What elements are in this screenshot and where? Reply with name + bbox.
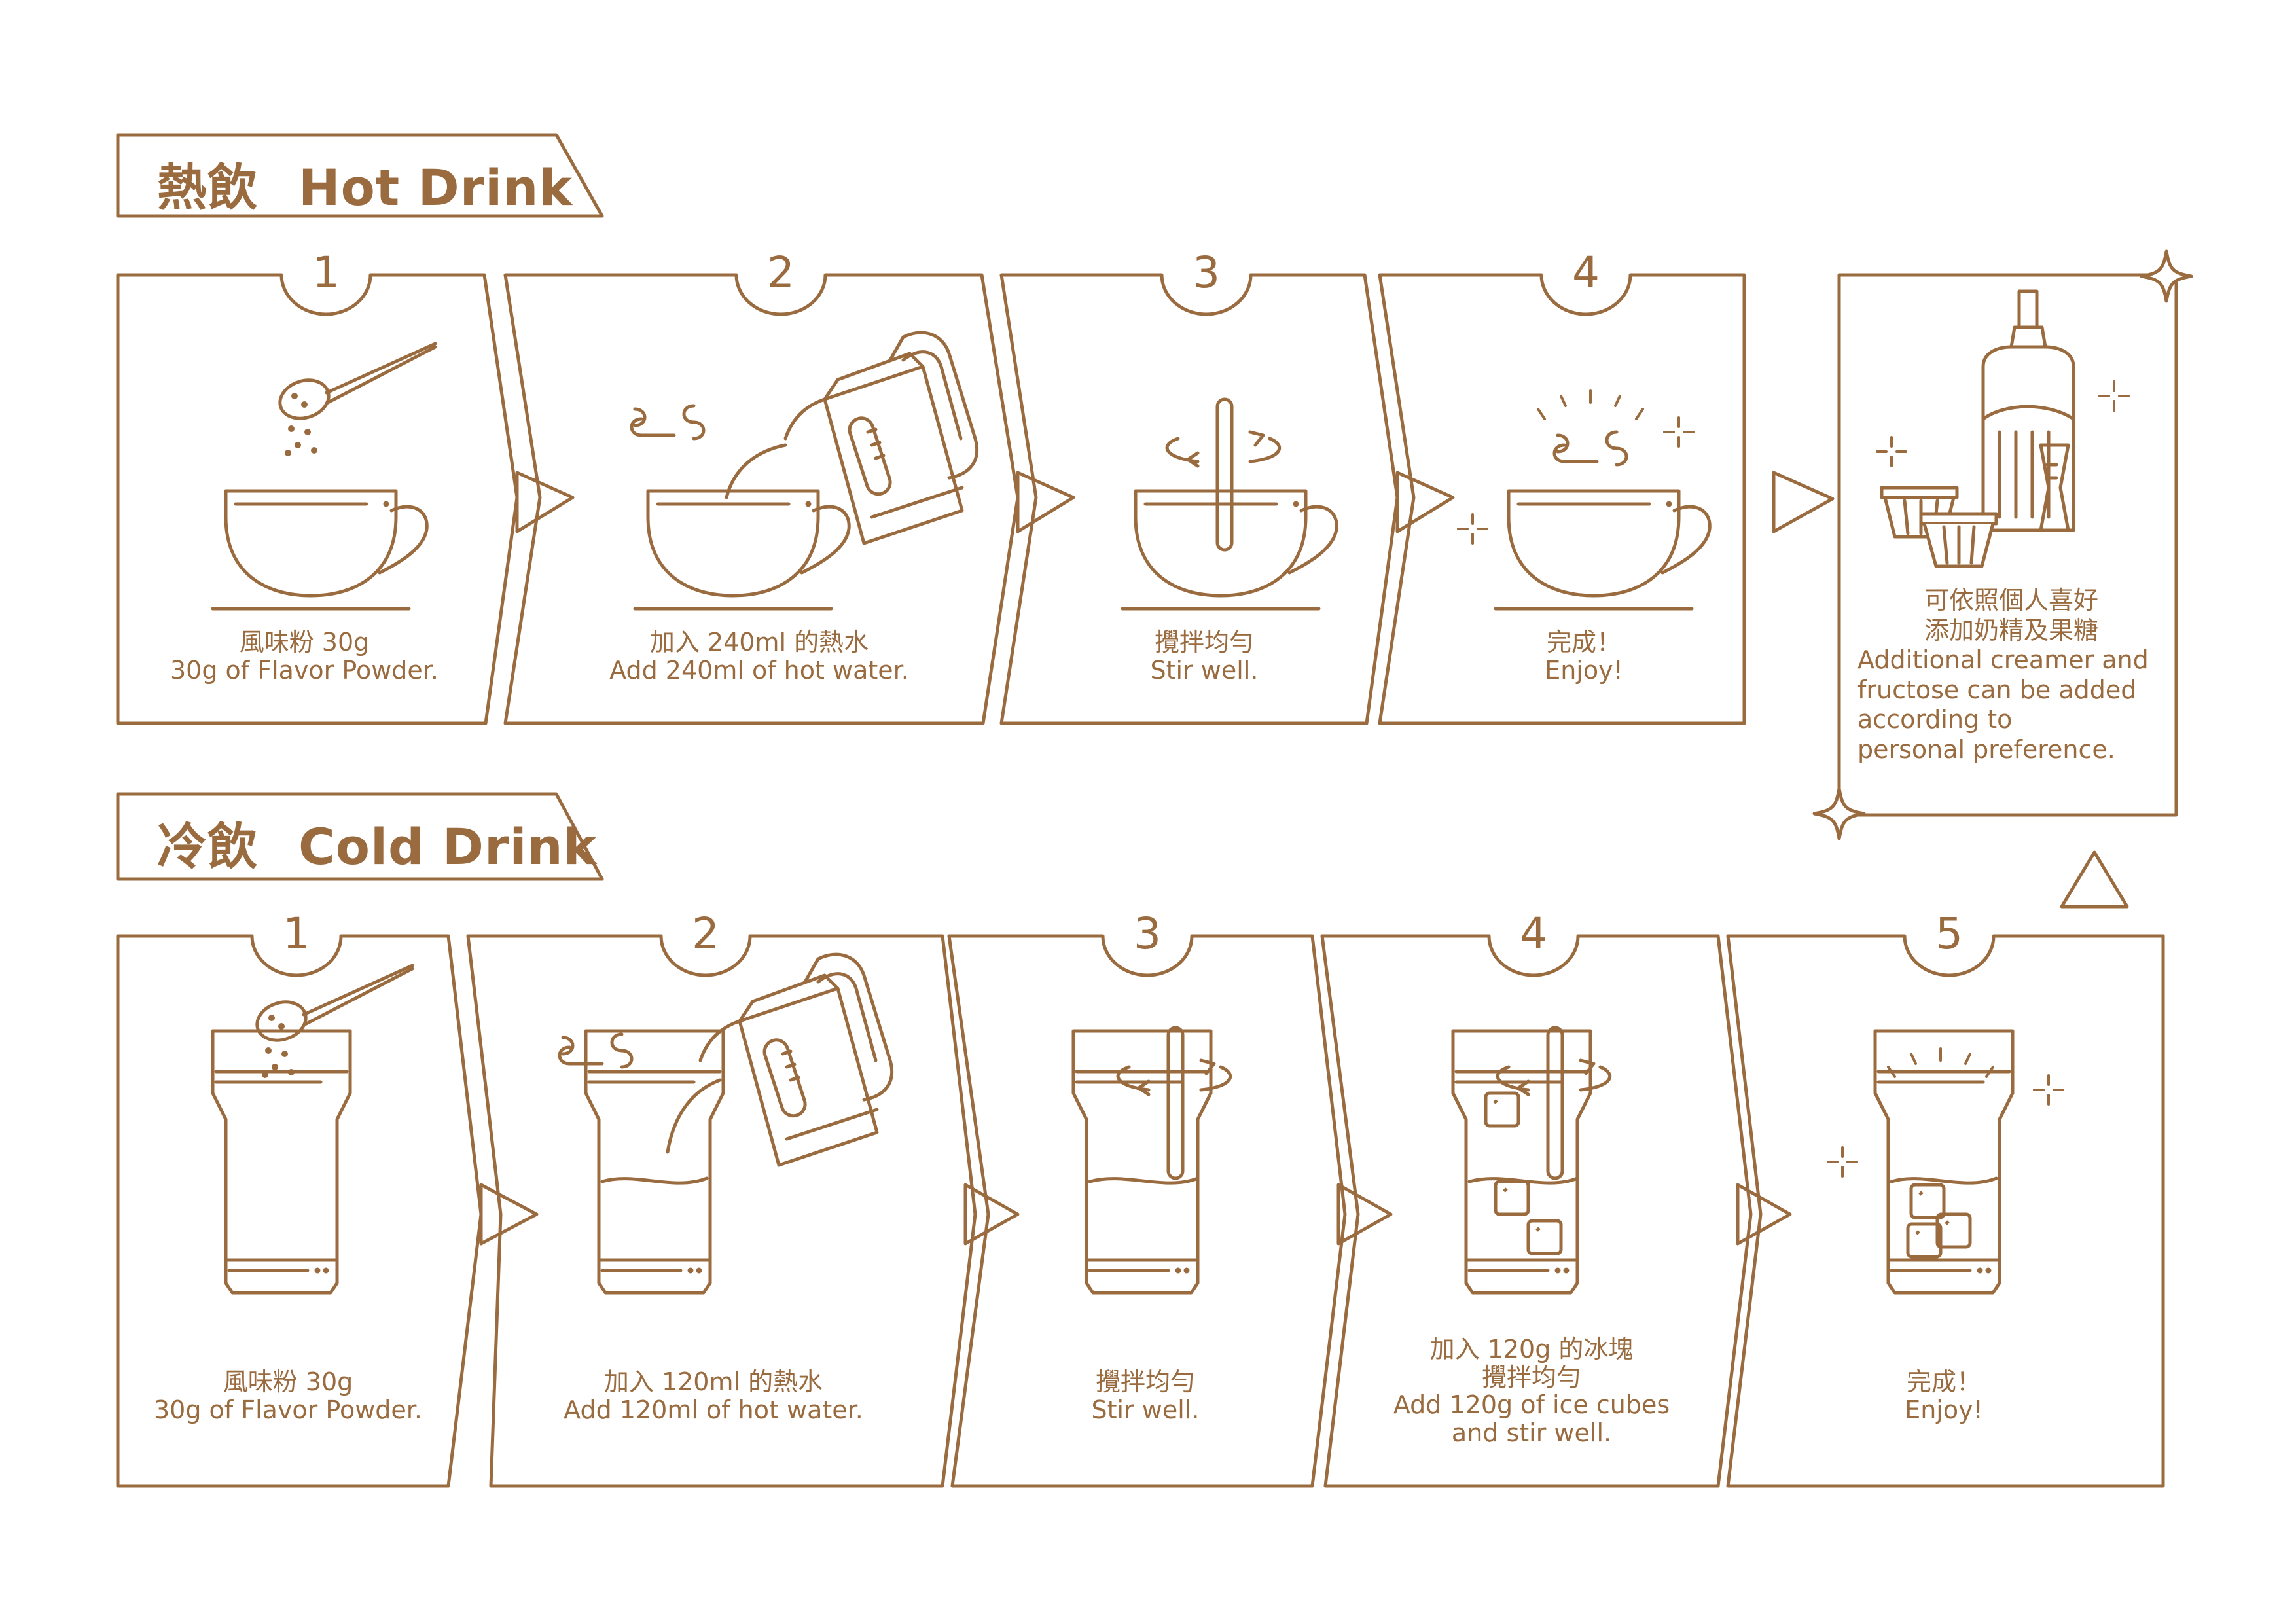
hot-arrow-3 — [1397, 473, 1453, 532]
cold-step-5-en: Enjoy! — [1820, 1396, 2068, 1424]
cold-arrow-1 — [481, 1185, 537, 1244]
hot-step-1-en: 30g of Flavor Powder. — [151, 657, 458, 685]
hot-step-2-caption: 加入 240ml 的熱水 Add 240ml of hot water. — [589, 628, 929, 684]
star-icon — [1814, 789, 1864, 839]
hot-arrow-1 — [517, 473, 573, 532]
cold-step-1-caption: 風味粉 30g 30g of Flavor Powder. — [131, 1368, 445, 1424]
hot-title-en: Hot Drink — [298, 158, 573, 217]
cold-step-4-en-line-2: and stir well. — [1374, 1419, 1689, 1447]
hot-arrow-2 — [1018, 473, 1073, 532]
cup-stirring-icon — [1122, 399, 1336, 609]
cold-step-2-number: 2 — [673, 909, 738, 959]
note-up-arrow — [2062, 852, 2127, 907]
hot-step-1-zh: 風味粉 30g — [151, 628, 458, 657]
hot-step-4-zh: 完成！ — [1460, 628, 1708, 657]
cold-step-1-zh: 風味粉 30g — [131, 1368, 445, 1396]
cold-title-en: Cold Drink — [298, 818, 597, 876]
hot-step-2-number: 2 — [748, 247, 814, 298]
cold-arrow-4 — [1738, 1185, 1790, 1244]
cold-step-2-caption: 加入 120ml 的熱水 Add 120ml of hot water. — [543, 1368, 884, 1424]
hot-step-2-en: Add 240ml of hot water. — [589, 657, 929, 685]
cold-title: 冷飲 Cold Drink — [157, 806, 597, 878]
cold-step-4-en-line-1: Add 120g of ice cubes — [1374, 1391, 1689, 1419]
steaming-cup-icon — [1458, 391, 1710, 609]
note-zh-line-2: 添加奶精及果糖 — [1857, 616, 2165, 646]
note-en-line-3: according to — [1857, 705, 2165, 735]
note-en-line-1: Additional creamer and — [1857, 645, 2165, 676]
cold-step-2-zh: 加入 120ml 的熱水 — [543, 1368, 884, 1396]
syrup-bottle-creamer-cups-icon — [1882, 291, 2073, 566]
sparkle-icon — [1877, 437, 1906, 466]
cold-title-zh: 冷飲 — [157, 818, 258, 876]
hot-step-4-caption: 完成！ Enjoy! — [1460, 628, 1708, 684]
cold-step-1-en: 30g of Flavor Powder. — [131, 1396, 445, 1424]
kettle-pouring-glass-icon — [560, 954, 892, 1293]
hot-step-3-number: 3 — [1174, 247, 1239, 298]
hot-step-2-zh: 加入 240ml 的熱水 — [589, 628, 929, 657]
note-zh-line-1: 可依照個人喜好 — [1857, 586, 2165, 616]
cold-step-4-number: 4 — [1501, 909, 1566, 959]
cold-step-3-number: 3 — [1115, 909, 1180, 959]
hot-step-3-zh: 攪拌均勻 — [1080, 628, 1329, 657]
hot-step-4-number: 4 — [1553, 247, 1619, 298]
cold-step-5-zh: 完成！ — [1820, 1368, 2068, 1396]
star-icon — [2142, 251, 2191, 301]
cold-step-4-zh-line-2: 攪拌均勻 — [1374, 1363, 1689, 1392]
cold-step-4-caption: 加入 120g 的冰塊 攪拌均勻 Add 120g of ice cubes a… — [1374, 1335, 1689, 1447]
sparkle-icon — [2100, 382, 2128, 410]
cold-step-5-caption: 完成！ Enjoy! — [1820, 1368, 2068, 1424]
hot-step-1-caption: 風味粉 30g 30g of Flavor Powder. — [151, 628, 458, 684]
cup-with-spoon-powder-icon — [213, 344, 435, 609]
cold-step-1-number: 1 — [264, 909, 329, 959]
cold-step-3-caption: 攪拌均勻 Stir well. — [1021, 1368, 1270, 1424]
cold-step-3-zh: 攪拌均勻 — [1021, 1368, 1270, 1396]
cold-step-3-en: Stir well. — [1021, 1396, 1270, 1424]
note-text: 可依照個人喜好 添加奶精及果糖 Additional creamer and f… — [1857, 586, 2165, 765]
glass-ice-stirring-icon — [1453, 1028, 1610, 1293]
hot-title-zh: 熱飲 — [157, 158, 258, 217]
hot-step-1-number: 1 — [293, 247, 359, 298]
hot-arrow-4 — [1774, 473, 1833, 532]
kettle-pouring-cup-icon — [632, 333, 977, 609]
cold-step-5-number: 5 — [1916, 909, 1982, 959]
cold-step-2-en: Add 120ml of hot water. — [543, 1396, 884, 1424]
glass-stirring-icon — [1073, 1028, 1230, 1293]
note-en-line-4: personal preference. — [1857, 735, 2165, 765]
hot-step-3-caption: 攪拌均勻 Stir well. — [1080, 628, 1329, 684]
hot-step-4-en: Enjoy! — [1460, 657, 1708, 685]
glass-with-spoon-powder-icon — [213, 965, 412, 1293]
cold-step-4-zh-line-1: 加入 120g 的冰塊 — [1374, 1335, 1689, 1363]
hot-step-3-en: Stir well. — [1080, 657, 1329, 685]
iced-glass-done-icon — [1828, 1031, 2063, 1293]
hot-title: 熱飲 Hot Drink — [157, 147, 573, 219]
note-en-line-2: fructose can be added — [1857, 676, 2165, 706]
